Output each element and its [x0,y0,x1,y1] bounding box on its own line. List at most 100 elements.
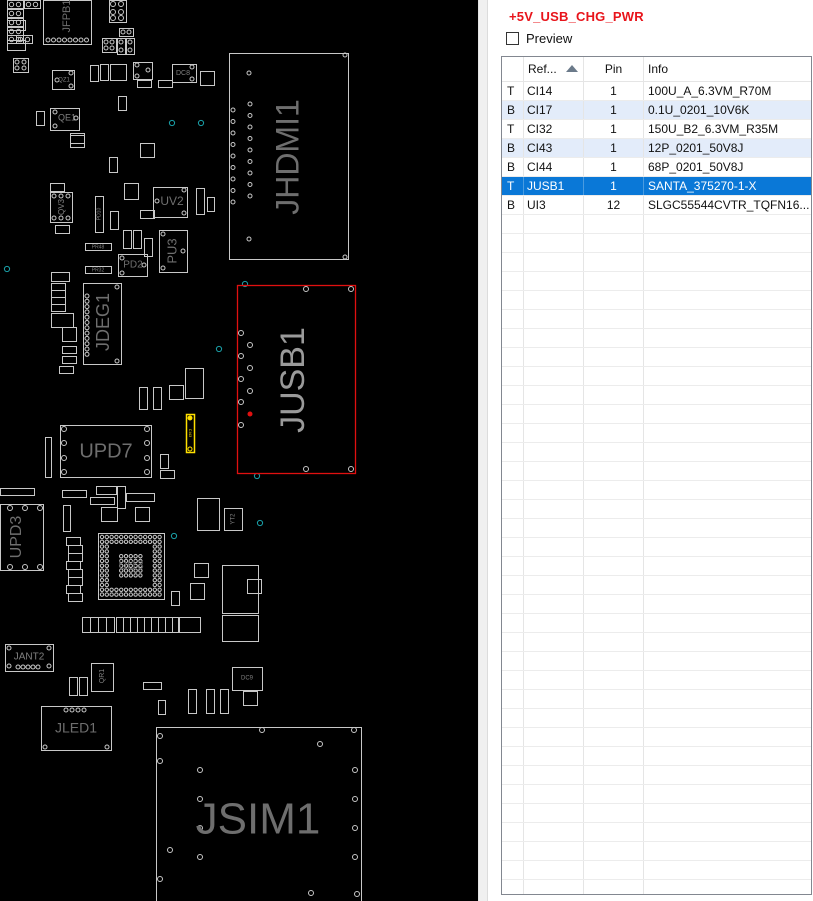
pad [103,39,109,45]
panel-splitter[interactable] [478,0,488,901]
passive-part [119,28,134,37]
passive-part [178,617,201,633]
pad [247,342,253,348]
pad [84,320,90,325]
pad [160,265,166,271]
column-header-info[interactable]: Info [648,62,669,76]
info-cell: 12P_0201_50V8J [648,141,744,155]
checkbox-icon[interactable] [506,32,519,45]
empty-row [502,462,811,481]
connector-outline [43,0,92,45]
pad [157,592,162,597]
net-panel: +5V_USB_CHG_PWR Preview Ref... Pin Info … [488,0,813,901]
pad [25,664,31,670]
pad [99,549,105,554]
pad [247,193,253,199]
connector-outline [83,283,122,365]
pad [303,466,309,472]
passive-part [51,304,66,312]
pad [157,563,162,568]
passive-part [13,58,29,73]
preview-checkbox[interactable]: Preview [506,31,572,46]
pad [352,854,358,860]
table-header: Ref... Pin Info [502,57,811,82]
passive-part [172,617,180,633]
pad [21,65,27,71]
empty-row [502,481,811,500]
info-cell: SLGC55544CVTR_TQFN16... [648,198,810,212]
ref-cell: CI17 [524,101,584,119]
empty-row [502,861,811,880]
passive-part [16,35,33,44]
pad [157,568,162,573]
pad [73,37,78,43]
passive-part [85,266,112,274]
pad [84,346,90,352]
pad [138,573,143,578]
pad [128,558,134,564]
column-header-pin[interactable]: Pin [584,57,644,81]
pad [123,568,129,573]
pad [119,558,124,564]
via [215,345,223,353]
passive-part [197,498,220,531]
pad [157,558,162,564]
pin-cell: 1 [584,120,644,138]
info-cell: 0.1U_0201_10V6K [648,103,750,117]
column-header-side[interactable] [502,57,524,81]
column-header-ref[interactable]: Ref... [524,57,584,81]
pad [128,539,134,544]
pad [138,539,143,544]
pad [14,59,20,65]
passive-part [36,111,45,126]
pad [99,578,105,583]
pad [6,645,12,651]
pad [104,539,110,544]
passive-part [68,553,83,562]
passive-part [165,617,173,633]
pad [99,592,105,597]
passive-part [106,617,115,633]
pad [104,549,110,554]
passive-part [109,157,118,173]
via [3,265,11,273]
pad [238,330,244,336]
pad [110,15,116,21]
pad [69,707,75,713]
pad [152,582,158,588]
pad [138,592,143,597]
passive-part [7,20,26,31]
pad [104,587,110,592]
empty-row [502,367,811,386]
pad [6,663,12,669]
pad [99,539,105,544]
side-cell: B [502,101,524,119]
passive-part [171,591,180,606]
pad [157,578,162,583]
passive-part [68,569,83,578]
pad [144,440,150,446]
passive-part [7,0,24,9]
pad [75,707,81,713]
pad [20,664,26,670]
pad [114,284,120,290]
passive-part [90,65,99,82]
pad [144,426,150,432]
pad [37,505,43,511]
pad [123,554,129,559]
pad [230,176,236,182]
empty-row [502,709,811,728]
pad [152,539,158,544]
passive-part [222,615,259,642]
pad [247,136,253,141]
